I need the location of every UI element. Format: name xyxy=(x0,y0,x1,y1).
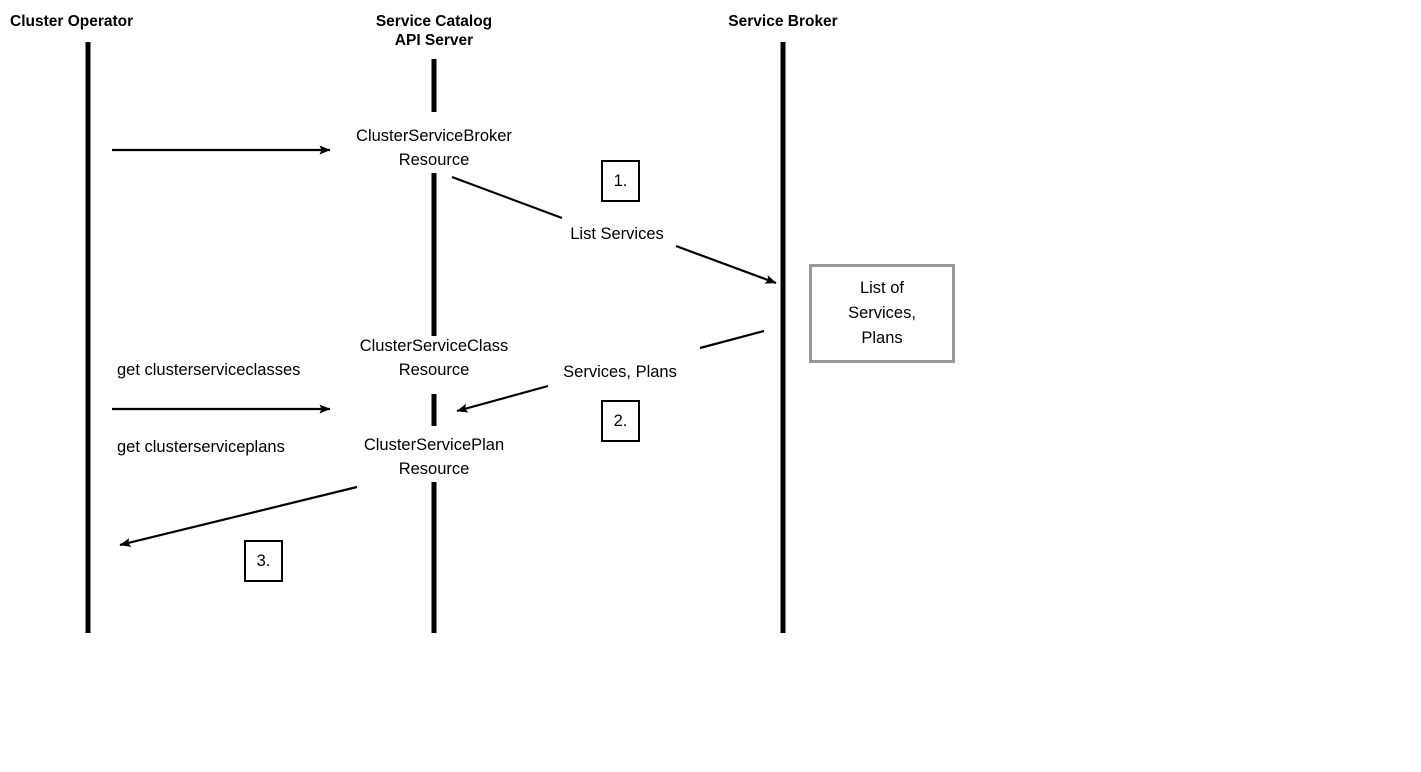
message-label-get-clusterserviceplans: get clusterserviceplans xyxy=(117,438,285,456)
actor-header-service-catalog-api-server: Service Catalog API Server xyxy=(375,13,493,49)
actor-header-cluster-operator: Cluster Operator xyxy=(10,13,134,30)
arrow-resources-response xyxy=(119,485,358,547)
arrow-list-services-part-2 xyxy=(675,244,777,285)
message-label-services-plans: Services, Plans xyxy=(563,363,677,381)
message-label-list-services: List Services xyxy=(570,225,664,243)
label-clusterserviceplan-resource: ClusterServicePlan Resource xyxy=(363,436,505,478)
arrow-services-plans-part-1 xyxy=(699,329,765,350)
arrow-services-plans-part-2 xyxy=(456,384,549,413)
step-marker-2: 2. xyxy=(601,400,640,442)
message-label-get-clusterserviceclasses: get clusterserviceclasses xyxy=(117,361,301,379)
actor-header-service-broker: Service Broker xyxy=(728,13,838,30)
label-clusterserviceclass-resource: ClusterServiceClass Resource xyxy=(359,337,509,379)
step-marker-3: 3. xyxy=(244,540,283,582)
arrow-list-services-part-1 xyxy=(451,175,563,220)
label-clusterservicebroker-resource: ClusterServiceBroker Resource xyxy=(356,127,512,169)
step-marker-1: 1. xyxy=(601,160,640,202)
note-list-of-services-plans: List of Services, Plans xyxy=(809,264,955,363)
